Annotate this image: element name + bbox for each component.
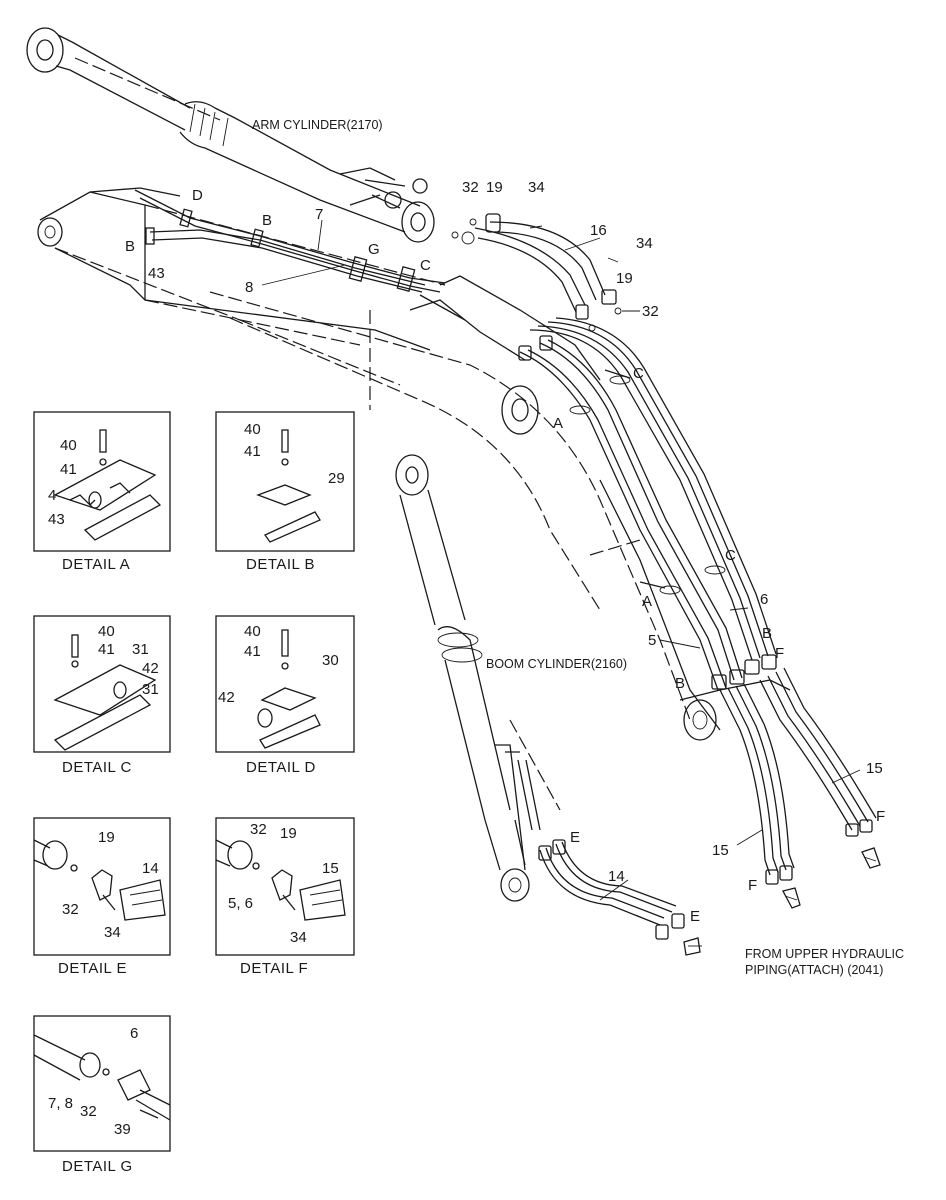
- label-34: 34: [528, 179, 545, 196]
- detail-b-caption: DETAIL B: [246, 556, 315, 573]
- hoses-15: [711, 654, 881, 909]
- detail-a: [33, 411, 171, 552]
- detail-e-caption: DETAIL E: [58, 960, 127, 977]
- boom-cylinder-title: BOOM CYLINDER(2160): [486, 657, 627, 671]
- detail-f-caption: DETAIL F: [240, 960, 308, 977]
- label-B: B: [262, 212, 272, 229]
- label-F: F: [876, 808, 885, 825]
- boom-cylinder: [395, 454, 561, 902]
- detail-c-label-41: 41: [98, 641, 115, 658]
- label-E: E: [690, 908, 700, 925]
- boom-pipes: [518, 317, 777, 691]
- detail-g-label-39: 39: [114, 1121, 131, 1138]
- label-B: B: [125, 238, 135, 255]
- arm-hoses: [451, 213, 622, 332]
- detail-a-label-43: 43: [48, 511, 65, 528]
- label-34: 34: [636, 235, 653, 252]
- detail-f-label-5-6: 5, 6: [228, 895, 253, 912]
- from-upper-title-line2: PIPING(ATTACH) (2041): [745, 963, 883, 977]
- leader-lines: [261, 219, 861, 901]
- main-part-labels: 32 19 34 16 34 19 32 7 8 D B B 43 G C C …: [125, 179, 885, 925]
- label-43: 43: [148, 265, 165, 282]
- label-D: D: [192, 187, 203, 204]
- detail-d-label-42: 42: [218, 689, 235, 706]
- detail-g-caption: DETAIL G: [62, 1158, 133, 1175]
- label-B: B: [762, 625, 772, 642]
- detail-e-label-19: 19: [98, 829, 115, 846]
- label-7: 7: [315, 206, 323, 223]
- from-upper-title-line1: FROM UPPER HYDRAULIC: [745, 947, 904, 961]
- detail-g-label-6: 6: [130, 1025, 138, 1042]
- label-19: 19: [486, 179, 503, 196]
- label-8: 8: [245, 279, 253, 296]
- label-19: 19: [616, 270, 633, 287]
- detail-e-label-34: 34: [104, 924, 121, 941]
- detail-a-label-41: 41: [60, 461, 77, 478]
- arm-cylinder: [26, 27, 435, 243]
- detail-labels: 40 41 4 43 DETAIL A 40 41 29 DETAIL B 40…: [48, 421, 345, 1175]
- detail-d-label-40: 40: [244, 623, 261, 640]
- detail-d-caption: DETAIL D: [246, 759, 316, 776]
- detail-b-label-40: 40: [244, 421, 261, 438]
- detail-e-label-14: 14: [142, 860, 159, 877]
- detail-f: [215, 817, 355, 956]
- detail-c-label-31: 31: [132, 641, 149, 658]
- detail-f-label-32: 32: [250, 821, 267, 838]
- detail-a-label-4: 4: [48, 487, 56, 504]
- detail-b-label-41: 41: [244, 443, 261, 460]
- arm-pipes: [134, 189, 446, 293]
- detail-g-label-32: 32: [80, 1103, 97, 1120]
- label-16: 16: [590, 222, 607, 239]
- label-32: 32: [642, 303, 659, 320]
- label-G: G: [368, 241, 380, 258]
- label-15: 15: [712, 842, 729, 859]
- detail-d: [215, 615, 355, 753]
- label-B: B: [675, 675, 685, 692]
- label-E: E: [570, 829, 580, 846]
- label-F: F: [748, 877, 757, 894]
- title-text: ARM CYLINDER(2170) BOOM CYLINDER(2160) F…: [252, 118, 904, 977]
- detail-g: [33, 1015, 171, 1152]
- label-F: F: [775, 645, 784, 662]
- detail-c: [33, 615, 171, 753]
- detail-d-label-41: 41: [244, 643, 261, 660]
- label-32: 32: [462, 179, 479, 196]
- detail-f-label-19: 19: [280, 825, 297, 842]
- detail-f-label-15: 15: [322, 860, 339, 877]
- detail-c-label-42: 42: [142, 660, 159, 677]
- arm-cylinder-title: ARM CYLINDER(2170): [252, 118, 383, 132]
- detail-a-label-40: 40: [60, 437, 77, 454]
- arm-structure: [37, 187, 791, 741]
- label-C: C: [633, 365, 644, 382]
- detail-c-label-31: 31: [142, 681, 159, 698]
- label-C: C: [420, 257, 431, 274]
- label-A: A: [642, 593, 652, 610]
- detail-e: [33, 817, 171, 956]
- detail-b: [215, 411, 355, 552]
- label-C: C: [725, 547, 736, 564]
- detail-e-label-32: 32: [62, 901, 79, 918]
- detail-c-label-40: 40: [98, 623, 115, 640]
- label-A: A: [553, 415, 563, 432]
- label-6: 6: [760, 591, 768, 608]
- label-15: 15: [866, 760, 883, 777]
- detail-f-label-34: 34: [290, 929, 307, 946]
- detail-d-label-30: 30: [322, 652, 339, 669]
- label-14: 14: [608, 868, 625, 885]
- detail-a-caption: DETAIL A: [62, 556, 130, 573]
- detail-c-caption: DETAIL C: [62, 759, 132, 776]
- label-5: 5: [648, 632, 656, 649]
- hoses-14: [538, 839, 702, 956]
- detail-g-label-7-8: 7, 8: [48, 1095, 73, 1112]
- detail-b-label-29: 29: [328, 470, 345, 487]
